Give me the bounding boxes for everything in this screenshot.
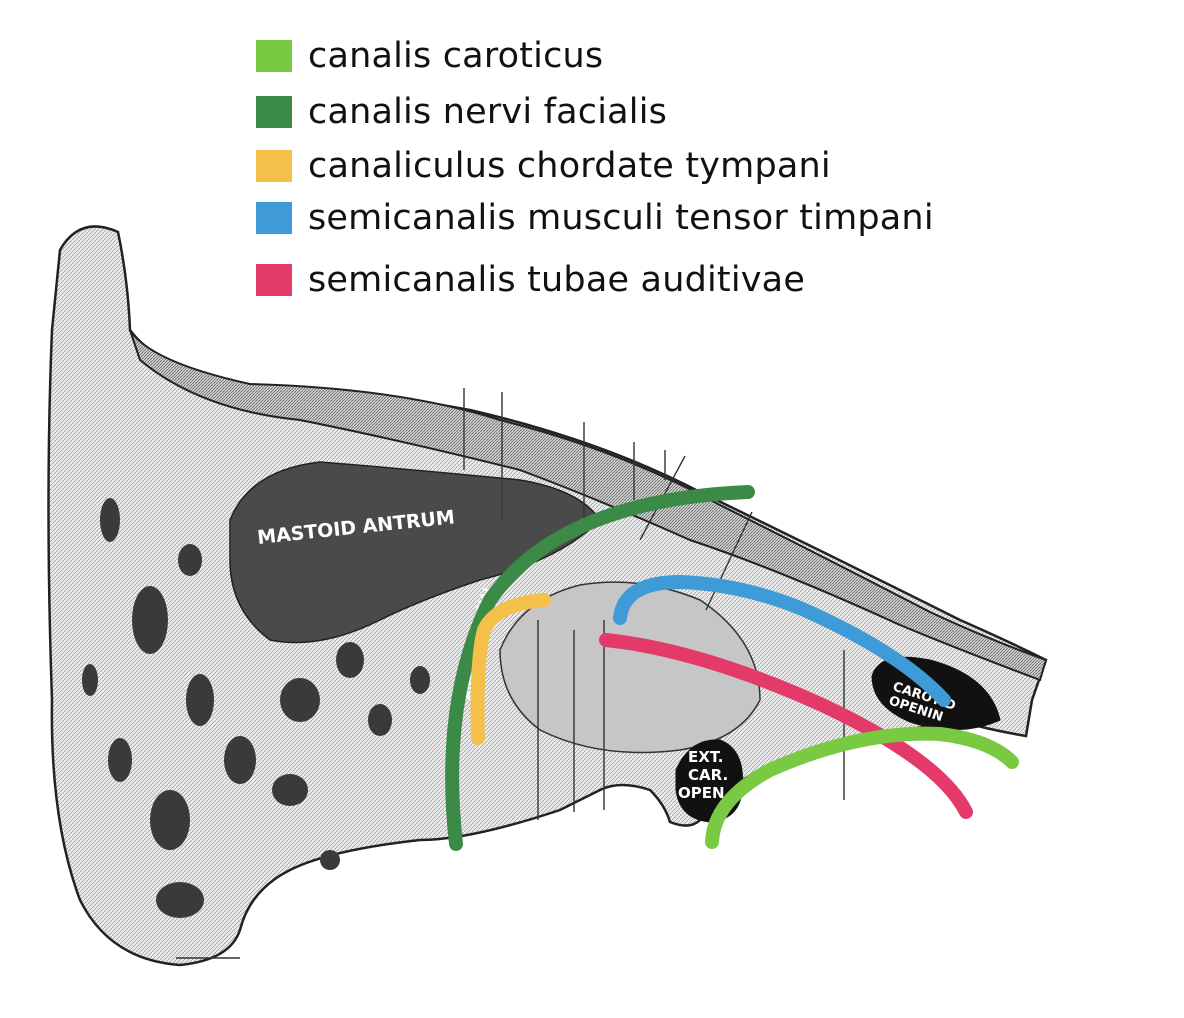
legend-swatch (256, 96, 292, 128)
legend-label: semicanalis tubae auditivae (308, 260, 806, 300)
legend-label: canalis nervi facialis (308, 92, 668, 132)
tympanic-cavity (499, 581, 761, 754)
tegmen-band (129, 329, 1048, 682)
curve-semicanalis-tubae-auditivae (599, 633, 973, 819)
label-ext-car-open-3: OPEN (678, 784, 725, 802)
curve-semicanalis-musculi-tensor-timpani (613, 574, 951, 707)
label-ext-car-open-1: EXT. (688, 748, 723, 766)
curve-canalis-caroticus (705, 726, 1019, 849)
legend-item-canaliculus-chordate-tympani: canaliculus chordate tympani (256, 146, 831, 186)
legend-item-canalis-nervi-facialis: canalis nervi facialis (256, 92, 667, 132)
legend-label: canalis caroticus (308, 36, 604, 76)
legend-swatch (256, 264, 292, 296)
legend-item-canalis-caroticus: canalis caroticus (256, 36, 603, 76)
legend-swatch (256, 202, 292, 234)
legend-label: semicanalis musculi tensor timpani (308, 198, 934, 238)
mastoid-antrum-cavity (229, 461, 601, 644)
curve-canaliculus-chordate-tympani (470, 593, 551, 745)
legend-swatch (256, 150, 292, 182)
legend-item-semicanalis-musculi-tensor-timpani: semicanalis musculi tensor timpani (256, 198, 934, 238)
label-ext-car-open-2: CAR. (688, 766, 728, 784)
air-cells (82, 498, 430, 918)
legend-label: canaliculus chordate tympani (308, 146, 831, 186)
curve-canalis-nervi-facialis (445, 485, 755, 851)
legend-swatch (256, 40, 292, 72)
legend-item-semicanalis-tubae-auditivae: semicanalis tubae auditivae (256, 260, 805, 300)
